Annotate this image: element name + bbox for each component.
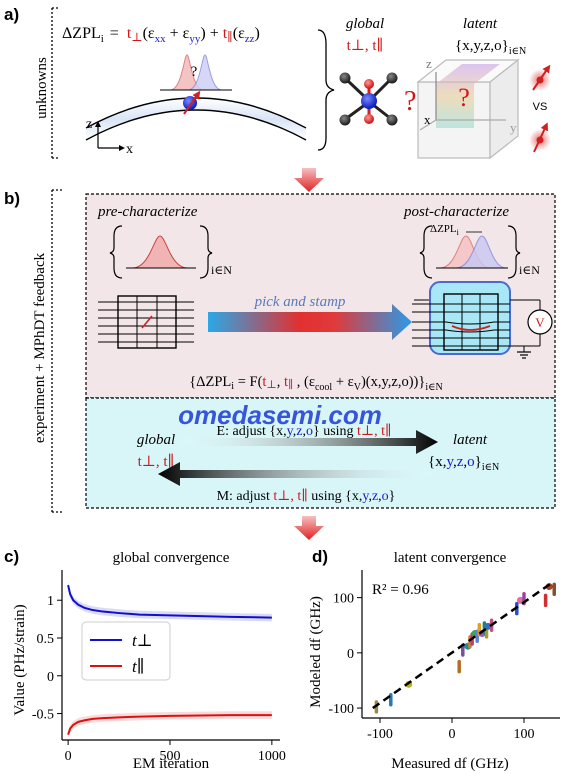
panel-b: b) experiment + MPhDT feedback pre-chara… [4, 189, 556, 513]
m-step-arrow [158, 462, 440, 486]
unknowns-bracket [51, 7, 60, 159]
series-line-1 [67, 714, 272, 736]
y-tick-label-d: -100 [328, 702, 354, 717]
svg-text:i∈N: i∈N [211, 263, 232, 277]
m-step-label: M: adjust t⊥, t∥ using {x,y,z,o} [217, 488, 396, 504]
panel-c: c) global convergence EM iteration Value… [4, 547, 286, 772]
dzpl-tag: ΔZPLi [430, 223, 460, 237]
x-tick-label-c: 1000 [258, 749, 286, 764]
feedback-bracket [51, 189, 62, 513]
global-title-a: global [346, 16, 384, 32]
post-characterize-title: post-characterize [403, 204, 509, 220]
down-arrow-bc [294, 516, 324, 540]
panel-d: d) latent convergence Measured df (GHz) … [308, 547, 560, 772]
equation: ΔZPLi= t⊥(εxx + εyy) + t∥(εzz) [62, 25, 260, 45]
panel-d-label: d) [312, 547, 328, 566]
series-band-0 [68, 581, 272, 622]
svg-text:z: z [426, 56, 432, 71]
chart-c-title: global convergence [113, 550, 230, 566]
pre-set: i∈N [109, 225, 232, 279]
latent-title-a: latent [463, 16, 498, 32]
defect-molecule [339, 72, 398, 126]
down-arrow-ab [294, 168, 324, 192]
r2-annotation: R² = 0.96 [372, 582, 429, 598]
global-params-a: t⊥, t∥ [347, 37, 384, 54]
global-label-b: global [137, 432, 175, 448]
chip-right: V [412, 281, 553, 359]
y-tick-label-c: 1 [47, 594, 54, 609]
latent-box: z x y ? [416, 56, 520, 160]
legend-label-0: t⊥ [132, 631, 153, 650]
y-tick-label-d: 0 [347, 647, 354, 662]
latent-params-a: {x,y,z,o}i∈N [455, 38, 526, 57]
unknowns-label: unknowns [34, 57, 50, 119]
x-tick-label-d: 100 [514, 727, 535, 742]
pick-stamp-label: pick and stamp [254, 294, 346, 310]
chart-global-convergence: 0 500 1000 -0.5 0 0.5 1 t⊥ t∥ [32, 570, 286, 764]
question-mark-a: ? [191, 64, 198, 80]
feedback-region [85, 397, 556, 509]
chart-c-ylabel: Value (PHz/strain) [12, 604, 28, 715]
global-params-b: t⊥, t∥ [138, 453, 175, 470]
svg-text:z: z [86, 117, 92, 132]
x-tick-label-c: 0 [65, 749, 72, 764]
e-step-label: E: adjust {x,y,z,o} using t⊥, t∥ [217, 423, 392, 439]
chart-d-title: latent convergence [394, 550, 507, 566]
chip-left [98, 295, 194, 349]
legend-box-c [81, 621, 171, 681]
question-mark-latent: ? [458, 83, 470, 112]
data-point [484, 622, 492, 630]
panel-c-label: c) [4, 547, 19, 566]
axes-a: z x [86, 117, 133, 157]
e-step-arrow [176, 430, 438, 454]
zpl-peaks-a: ? [160, 54, 232, 91]
feedback-label: experiment + MPhDT feedback [32, 252, 48, 443]
brace-a [317, 29, 335, 151]
question-mark-global: ? [404, 86, 416, 117]
panel-a-label: a) [4, 5, 19, 24]
pre-characterize-title: pre-characterize [97, 204, 198, 220]
y-tick-label-c: -0.5 [32, 708, 54, 723]
y-tick-label-d: 100 [333, 592, 354, 607]
latent-params-b: {x,y,z,o}i∈N [428, 454, 499, 473]
chart-d-ylabel: Modeled df (GHz) [308, 596, 324, 708]
watermark: omedasemi.com [178, 400, 382, 430]
series-line-0 [67, 584, 272, 619]
panel-b-label: b) [4, 189, 20, 208]
voltage-source-label: V [535, 315, 545, 330]
svg-text:VS: VS [533, 101, 548, 113]
x-tick-label-c: 500 [159, 749, 180, 764]
svg-text:x: x [424, 112, 431, 127]
chart-c-xlabel: EM iteration [133, 756, 210, 772]
chart-latent-convergence: -100 0 100 -100 0 100 [328, 570, 560, 742]
x-tick-label-d: 0 [449, 727, 456, 742]
legend-label-1: t∥ [132, 657, 145, 676]
svg-text:x: x [126, 142, 133, 157]
x-tick-label-d: -100 [367, 727, 393, 742]
chart-d-xlabel: Measured df (GHz) [391, 756, 508, 772]
bent-beam [85, 90, 307, 141]
fit-line [372, 581, 554, 710]
latent-label-b: latent [453, 432, 488, 448]
panel-a: a) unknowns ΔZPLi= t⊥(εxx + εyy) + t∥(εz… [4, 5, 551, 160]
y-tick-label-c: 0.5 [37, 632, 55, 647]
y-tick-label-c: 0 [47, 670, 54, 685]
post-set: ΔZPLi i∈N [419, 223, 540, 279]
model-equation: {ΔZPLi = F(t⊥, t∥ , (εcool + εV)(x,y,z,o… [189, 374, 443, 393]
pick-stamp-arrow [208, 304, 412, 340]
svg-text:y: y [510, 120, 517, 135]
svg-text:i∈N: i∈N [519, 263, 540, 277]
orientation-vs: VS [529, 64, 551, 153]
